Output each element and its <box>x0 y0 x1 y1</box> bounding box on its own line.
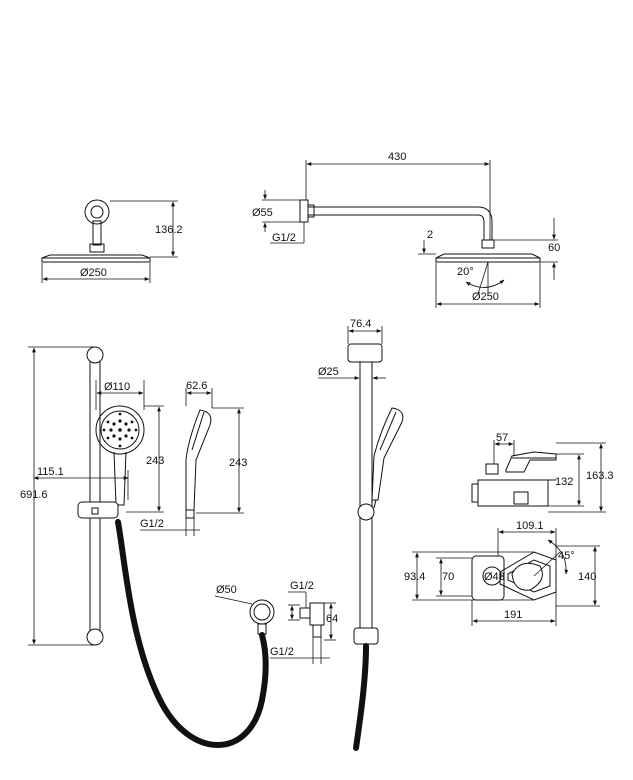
dim-62-6: 62.6 <box>186 380 207 392</box>
slide-rail-assembly-view: Ø110 243 115.1 691.6 <box>20 346 269 748</box>
mixer-valve-top-view: 109.1 45° 93.4 70 Ø43 140 191 <box>404 520 600 626</box>
label-g12-elbow-top: G1/2 <box>290 580 314 592</box>
dim-60: 60 <box>548 242 560 254</box>
dim-76-4: 76.4 <box>350 318 371 330</box>
dim-dia-55: Ø55 <box>252 207 273 219</box>
nozzle-pattern <box>102 412 138 448</box>
dim-57: 57 <box>496 432 508 444</box>
dim-dia-250-left: Ø250 <box>80 267 107 279</box>
dim-136-2: 136.2 <box>155 224 183 236</box>
dim-dia-43: Ø43 <box>484 571 505 583</box>
dim-243-a: 243 <box>146 455 164 467</box>
dim-115-1: 115.1 <box>37 466 64 478</box>
dim-dia-250-right: Ø250 <box>472 291 499 303</box>
dim-64: 64 <box>326 613 338 625</box>
dim-70: 70 <box>442 571 454 583</box>
dim-691-6: 691.6 <box>20 489 48 501</box>
mixer-valve-side-view: 57 163.3 132 <box>471 432 614 513</box>
dim-dia-50: Ø50 <box>216 584 237 596</box>
label-g12-top: G1/2 <box>272 232 296 244</box>
dim-2: 2 <box>427 229 433 241</box>
elbow-connector-view: G1/2 64 G1/2 <box>270 580 338 664</box>
dim-45-deg: 45° <box>558 550 575 562</box>
dim-132: 132 <box>555 476 573 488</box>
dim-243-b: 243 <box>229 457 247 469</box>
dim-dia-25: Ø25 <box>318 366 339 378</box>
wall-arm-shower-head-view: 430 Ø55 G1/2 2 60 20° Ø250 <box>252 151 560 308</box>
ceiling-shower-head-view: 136.2 Ø250 <box>41 199 183 283</box>
label-g12-elbow-bottom: G1/2 <box>270 646 294 658</box>
wall-outlet-view: Ø50 <box>214 584 275 635</box>
hand-shower-side-view: 62.6 243 G1/2 <box>140 380 247 536</box>
dim-93-4: 93.4 <box>404 571 425 583</box>
dim-163-3: 163.3 <box>586 470 614 482</box>
dim-430: 430 <box>388 151 406 163</box>
rail-side-view: 76.4 Ø25 <box>318 318 404 751</box>
dim-109-1: 109.1 <box>516 520 544 532</box>
dim-191: 191 <box>504 609 522 621</box>
label-g12-hand: G1/2 <box>140 518 164 530</box>
dim-20-deg: 20° <box>457 266 474 278</box>
dim-140: 140 <box>578 571 596 583</box>
dim-dia-110: Ø110 <box>104 381 130 393</box>
